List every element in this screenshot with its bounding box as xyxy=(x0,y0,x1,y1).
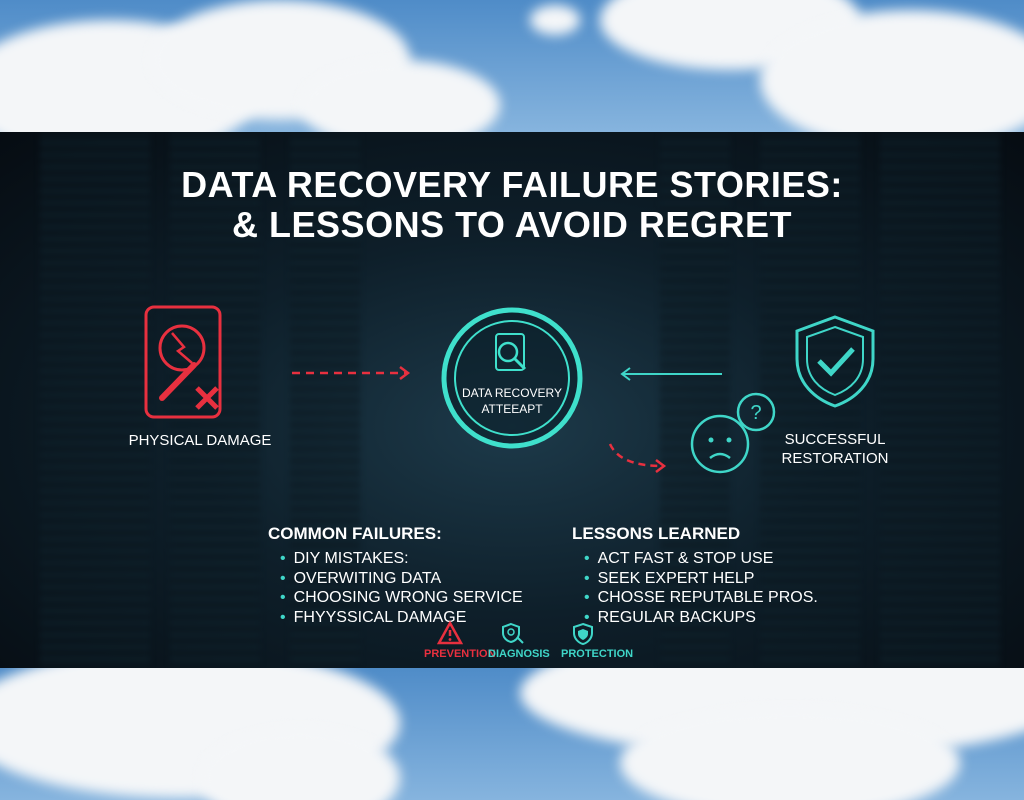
sky-bottom xyxy=(0,668,1024,800)
list-item: OVERWITING DATA xyxy=(280,569,523,589)
data-recovery-circle xyxy=(441,307,583,449)
common-failures-list: COMMON FAILURES: DIY MISTAKES: OVERWITIN… xyxy=(268,524,523,627)
successful-restoration-label: SUCCESSFUL RESTORATION xyxy=(781,431,889,467)
protection-shield-icon xyxy=(573,622,593,646)
list-item: CHOSSE REPUTABLE PROS. xyxy=(584,588,818,608)
list-item: CHOOSING WRONG SERVICE xyxy=(280,588,523,608)
legend-diagnosis: DIAGNOSIS xyxy=(488,648,550,660)
legend-protection: PROTECTION xyxy=(561,648,634,660)
shield-check-icon xyxy=(795,315,875,408)
list-item: FHYYSSICAL DAMAGE xyxy=(280,608,523,628)
page-title: DATA RECOVERY FAILURE STORIES: & LESSONS… xyxy=(181,164,843,245)
curved-arrow-down xyxy=(608,443,667,473)
arrow-to-center xyxy=(292,366,411,380)
damaged-hard-drive-icon xyxy=(144,305,222,419)
center-label: DATA RECOVERY ATTEEAPT xyxy=(461,386,563,416)
list-item: REGULAR BACKUPS xyxy=(584,608,818,628)
physical-damage-label: PHYSICAL DAMAGE xyxy=(128,432,272,449)
drive-search-icon xyxy=(495,333,525,371)
list-item: DIY MISTAKES: xyxy=(280,549,523,569)
sky-top xyxy=(0,0,1024,132)
diagnosis-shield-search-icon xyxy=(502,622,524,644)
legend-prevention: PREVENTION xyxy=(424,648,496,660)
list-item: SEEK EXPERT HELP xyxy=(584,569,818,589)
svg-text:?: ? xyxy=(750,402,761,424)
list-item: ACT FAST & STOP USE xyxy=(584,549,818,569)
confused-face-icon: ? xyxy=(690,392,776,474)
lessons-learned-list: LESSONS LEARNED ACT FAST & STOP USE SEEK… xyxy=(572,524,818,627)
warning-icon xyxy=(437,621,463,645)
arrow-from-right xyxy=(620,367,722,381)
